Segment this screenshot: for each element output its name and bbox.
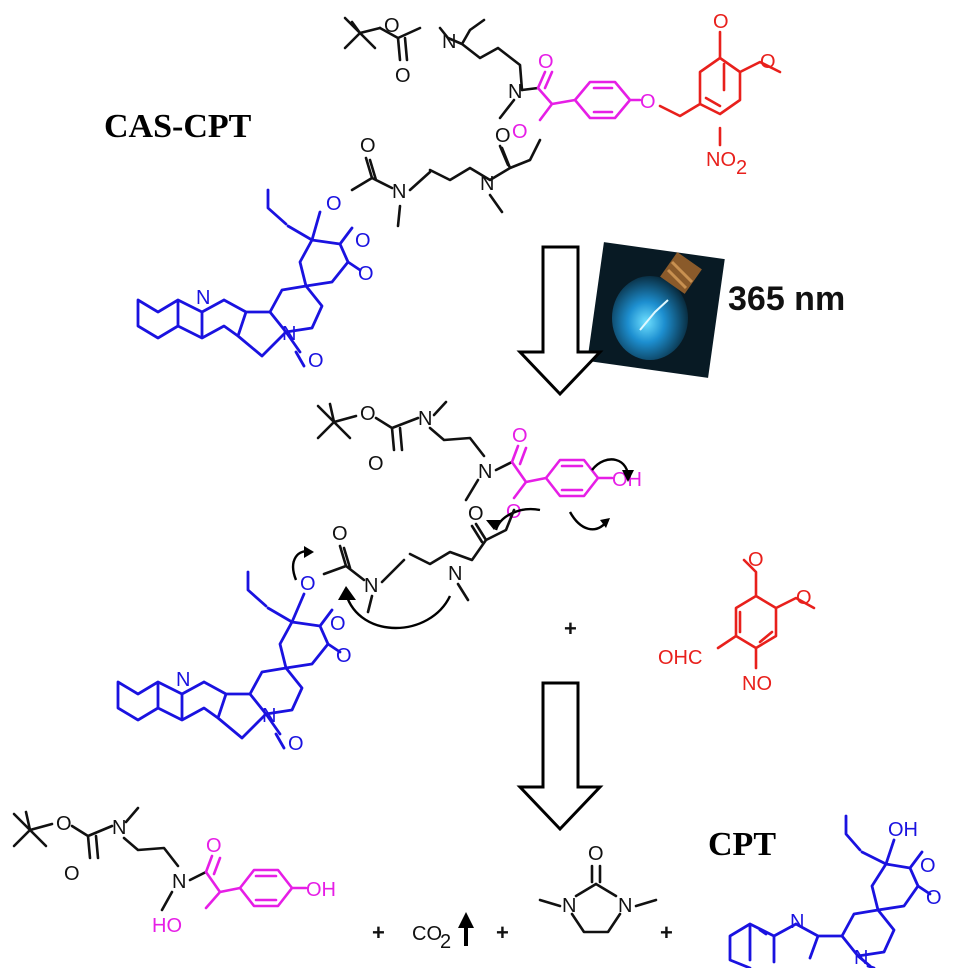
wavelength-label: 365 nm — [728, 280, 845, 318]
atom-n: N — [562, 895, 576, 917]
boc-hydroxy-amide-product: O O N N O HO OH — [12, 806, 336, 937]
atom-no2: NO — [706, 149, 736, 171]
atom-o: O — [64, 863, 80, 885]
atom-n: N — [392, 181, 406, 203]
intermediate-molecule: O O N N O O OH O N N O O O O — [116, 400, 642, 755]
nitroso-aldehyde-molecule: O O OHC NO — [658, 549, 816, 695]
atom-o: O — [713, 11, 729, 33]
cas-cpt-molecule: O O N N O O O O O NO 2 O N N O O O O N O — [136, 11, 782, 372]
atom-o: O — [326, 193, 342, 215]
atom-o: O — [384, 15, 400, 37]
cpt-molecule: OH O O N N — [728, 814, 942, 968]
atom-o: O — [332, 523, 348, 545]
atom-o: O — [300, 573, 316, 595]
atom-o: O — [512, 425, 528, 447]
atom-n: N — [480, 173, 494, 195]
atom-n: N — [112, 817, 126, 839]
atom-oh: OH — [306, 879, 336, 901]
atom-co2: CO — [412, 923, 442, 945]
atom-o: O — [748, 549, 764, 571]
atom-o: O — [206, 835, 222, 857]
atom-o: O — [538, 51, 554, 73]
atom-no2-subscript: 2 — [736, 157, 747, 179]
dimethylimidazolidinone-product: O N N — [538, 843, 658, 934]
atom-o: O — [368, 453, 384, 475]
plus-sign: + — [564, 616, 577, 641]
atom-o: O — [360, 135, 376, 157]
atom-o: O — [640, 91, 656, 113]
atom-o: O — [395, 65, 411, 87]
atom-o: O — [360, 403, 376, 425]
atom-o: O — [920, 855, 936, 877]
atom-o: O — [796, 587, 812, 609]
atom-n: N — [282, 323, 296, 345]
atom-o: O — [926, 887, 942, 909]
atom-o: O — [288, 733, 304, 755]
atom-o: O — [588, 843, 604, 865]
atom-o: O — [308, 350, 324, 372]
atom-n: N — [176, 669, 190, 691]
atom-o: O — [56, 813, 72, 835]
atom-ohc: OHC — [658, 647, 702, 669]
plus-sign: + — [660, 920, 673, 945]
atom-o: O — [355, 230, 371, 252]
atom-n: N — [262, 705, 276, 727]
plus-sign: + — [372, 920, 385, 945]
atom-n: N — [618, 895, 632, 917]
atom-n: N — [448, 563, 462, 585]
atom-n: N — [478, 461, 492, 483]
atom-co2-subscript: 2 — [440, 931, 451, 953]
atom-n: N — [508, 81, 522, 103]
gas-evolution-arrow-icon — [458, 912, 474, 928]
atom-n: N — [172, 871, 186, 893]
carbon-dioxide: CO 2 — [412, 912, 474, 953]
atom-ho: HO — [152, 915, 182, 937]
atom-n: N — [196, 287, 210, 309]
atom-o: O — [468, 503, 484, 525]
cas-cpt-label: CAS-CPT — [104, 108, 252, 145]
atom-o: O — [358, 263, 374, 285]
atom-n: N — [854, 947, 868, 968]
light-bulb-icon — [587, 242, 725, 378]
down-arrow-2 — [516, 681, 604, 832]
atom-o: O — [512, 121, 528, 143]
plus-sign: + — [496, 920, 509, 945]
atom-n: N — [418, 408, 432, 430]
atom-n: N — [442, 31, 456, 53]
atom-no: NO — [742, 673, 772, 695]
atom-o: O — [330, 613, 346, 635]
atom-o: O — [495, 125, 511, 147]
atom-oh: OH — [888, 819, 918, 841]
atom-n: N — [364, 575, 378, 597]
atom-n: N — [790, 911, 804, 933]
atom-o: O — [760, 51, 776, 73]
atom-o: O — [336, 645, 352, 667]
cpt-label: CPT — [708, 826, 776, 863]
down-arrow-1 — [516, 245, 604, 397]
